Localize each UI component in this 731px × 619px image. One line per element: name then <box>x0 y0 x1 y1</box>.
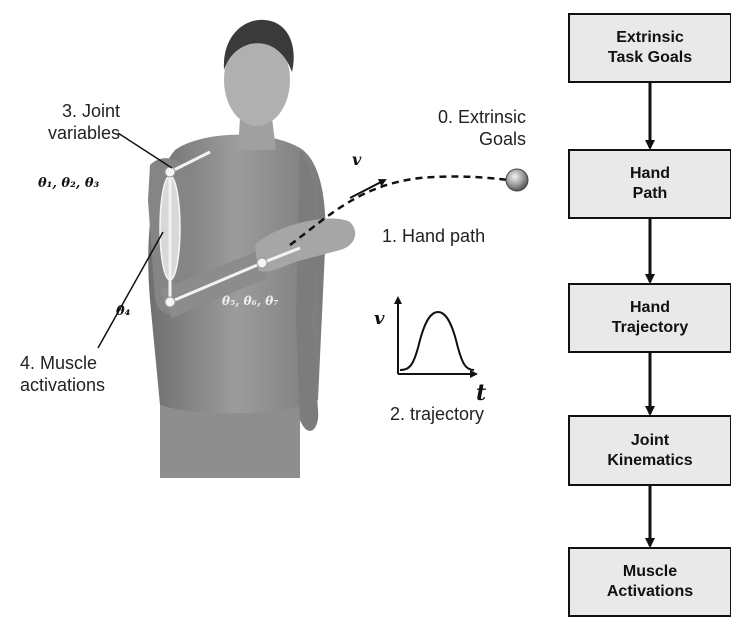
flow-box-5-line1: Muscle <box>623 562 677 582</box>
label-muscle-activations: 4. Muscle activations <box>20 352 105 396</box>
trajectory-plot <box>398 298 476 374</box>
flow-box-hand-trajectory: Hand Trajectory <box>568 283 731 353</box>
flow-box-1-line2: Task Goals <box>608 48 692 68</box>
flow-box-4-line2: Kinematics <box>607 451 692 471</box>
shoulder-joint <box>165 167 175 177</box>
label-hand-path: 1. Hand path <box>382 225 485 247</box>
label-muscle-activations-line1: 4. Muscle <box>20 352 105 374</box>
flow-box-2-line2: Path <box>633 184 668 204</box>
flow-box-extrinsic-task-goals: Extrinsic Task Goals <box>568 13 731 83</box>
flow-box-3-line2: Trajectory <box>612 318 688 338</box>
symbol-elbow-angle: θ₄ <box>116 304 130 319</box>
label-joint-variables-line2: variables <box>32 122 120 144</box>
flow-box-1-line1: Extrinsic <box>616 28 684 48</box>
elbow-joint <box>165 297 175 307</box>
velocity-arrow <box>350 180 385 198</box>
flow-box-5-line2: Activations <box>607 582 693 602</box>
label-trajectory: 2. trajectory <box>390 403 484 425</box>
flow-box-hand-path: Hand Path <box>568 149 731 219</box>
label-joint-variables: 3. Joint variables <box>32 100 120 144</box>
flow-box-4-line1: Joint <box>631 431 669 451</box>
joint-variables-leader <box>118 133 172 168</box>
symbol-wrist-angles: θ₅, θ₆, θ₇ <box>222 294 279 308</box>
trajectory-velocity-curve <box>400 312 474 370</box>
target-ball <box>506 169 528 191</box>
wrist-joint <box>257 258 267 268</box>
label-extrinsic-goals-line2: Goals <box>428 128 526 150</box>
symbol-shoulder-angles: θ₁, θ₂, θ₃ <box>38 176 99 191</box>
flow-box-muscle-activations: Muscle Activations <box>568 547 731 617</box>
label-extrinsic-goals: 0. Extrinsic Goals <box>428 106 526 150</box>
label-extrinsic-goals-line1: 0. Extrinsic <box>428 106 526 128</box>
symbol-velocity-axis: v <box>374 308 384 329</box>
symbol-velocity-path: v <box>352 150 361 169</box>
flow-box-2-line1: Hand <box>630 164 670 184</box>
flow-box-3-line1: Hand <box>630 298 670 318</box>
flow-box-joint-kinematics: Joint Kinematics <box>568 415 731 486</box>
label-joint-variables-line1: 3. Joint <box>32 100 120 122</box>
label-muscle-activations-line2: activations <box>20 374 105 396</box>
human-figure <box>148 20 355 478</box>
symbol-time-axis: t <box>476 380 486 406</box>
